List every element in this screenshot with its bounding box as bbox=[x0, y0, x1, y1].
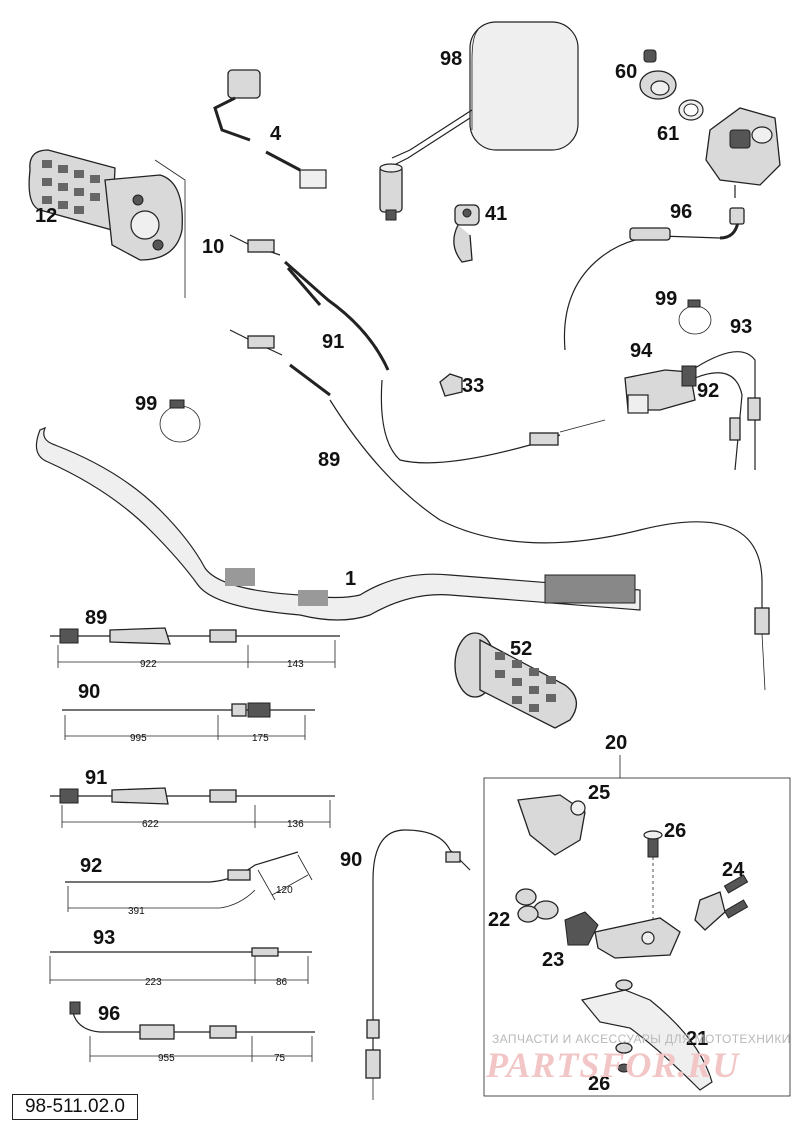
dim-96-end: 75 bbox=[274, 1053, 286, 1064]
cables-part-92-93 bbox=[694, 351, 761, 471]
dim-96-length: 955 bbox=[158, 1053, 175, 1064]
grip-part-52 bbox=[454, 632, 577, 729]
callout-89: 89 bbox=[318, 449, 340, 471]
callout-92: 92 bbox=[697, 380, 719, 402]
callout-26-top: 26 bbox=[664, 820, 686, 842]
switch-part-4 bbox=[213, 69, 327, 189]
clamp-part-41 bbox=[453, 204, 480, 263]
callout-99-left: 99 bbox=[135, 393, 157, 415]
dim-90-length: 995 bbox=[130, 733, 147, 744]
callout-26-bottom: 26 bbox=[588, 1073, 610, 1095]
callout-90-dim: 90 bbox=[78, 681, 100, 703]
cable-dimension-89: 922 143 bbox=[50, 627, 340, 670]
dim-91-length: 622 bbox=[142, 819, 159, 830]
callout-23: 23 bbox=[542, 949, 564, 971]
dim-92-length: 391 bbox=[128, 906, 145, 917]
callout-61: 61 bbox=[657, 123, 679, 145]
dim-90-end: 175 bbox=[252, 733, 269, 744]
throttle-grip-part-12 bbox=[28, 149, 183, 261]
callout-10: 10 bbox=[202, 236, 224, 258]
connector-part-94 bbox=[624, 365, 697, 414]
callout-91: 91 bbox=[322, 331, 344, 353]
callout-91-dim: 91 bbox=[85, 767, 107, 789]
dim-93-end: 86 bbox=[276, 977, 288, 988]
callout-90: 90 bbox=[340, 849, 362, 871]
switch-bracket-part-60 bbox=[639, 49, 677, 100]
callout-1: 1 bbox=[345, 568, 356, 590]
callout-20: 20 bbox=[605, 732, 627, 754]
handlebar-part-1 bbox=[35, 426, 641, 621]
cable-dimension-96: 955 75 bbox=[69, 1001, 315, 1064]
dim-91-end: 136 bbox=[287, 819, 304, 830]
ring-part-61 bbox=[678, 99, 704, 121]
callout-24: 24 bbox=[722, 859, 745, 881]
callout-93: 93 bbox=[730, 316, 752, 338]
callout-96-dim: 96 bbox=[98, 1003, 120, 1025]
dim-89-length: 922 bbox=[140, 659, 157, 670]
watermark-logo: PARTSFOR.RU bbox=[486, 1045, 740, 1085]
clutch-lever-group-part-20 bbox=[483, 755, 791, 1097]
switch-housing bbox=[705, 107, 781, 198]
dim-89-end: 143 bbox=[287, 659, 304, 670]
cable-dimension-92: 391 120 bbox=[65, 851, 313, 917]
cable-part-90-assembly bbox=[365, 829, 471, 1100]
hose-clip-part-99-top bbox=[678, 299, 712, 335]
hose-clip-part-99-left bbox=[159, 399, 201, 443]
cable-part-89-assembly bbox=[229, 329, 770, 691]
callout-41: 41 bbox=[485, 203, 507, 225]
callout-33: 33 bbox=[462, 375, 484, 397]
callout-99-top: 99 bbox=[655, 288, 677, 310]
cable-dimension-90: 995 175 bbox=[62, 702, 315, 744]
callout-21: 21 bbox=[686, 1028, 708, 1050]
diagram-code: 98-511.02.0 bbox=[12, 1094, 138, 1120]
callout-96-top: 96 bbox=[670, 201, 692, 223]
callout-25: 25 bbox=[588, 782, 610, 804]
cable-dimension-93: 223 86 bbox=[49, 947, 312, 988]
callout-98: 98 bbox=[440, 48, 462, 70]
callout-52: 52 bbox=[510, 638, 532, 660]
callout-12: 12 bbox=[35, 205, 57, 227]
dim-92-end: 120 bbox=[276, 885, 293, 896]
cable-part-91-assembly bbox=[229, 234, 606, 464]
callout-22: 22 bbox=[488, 909, 510, 931]
callout-4: 4 bbox=[270, 123, 282, 145]
leader-line-10 bbox=[154, 159, 186, 298]
callout-92-dim: 92 bbox=[80, 855, 102, 877]
dim-93-length: 223 bbox=[145, 977, 162, 988]
watermark-tagline: ЗАПЧАСТИ И АКСЕССУАРЫ ДЛЯ МОТОТЕХНИКИ bbox=[492, 1032, 791, 1046]
cable-dimension-91: 622 136 bbox=[50, 787, 335, 830]
callout-89-dim: 89 bbox=[85, 607, 107, 629]
callout-60: 60 bbox=[615, 61, 637, 83]
mirror-part-98 bbox=[379, 21, 579, 221]
callout-93-dim: 93 bbox=[93, 927, 115, 949]
callout-94: 94 bbox=[630, 340, 653, 362]
cap-nut-part-33 bbox=[439, 373, 463, 397]
cable-part-96-assembly bbox=[563, 207, 745, 351]
